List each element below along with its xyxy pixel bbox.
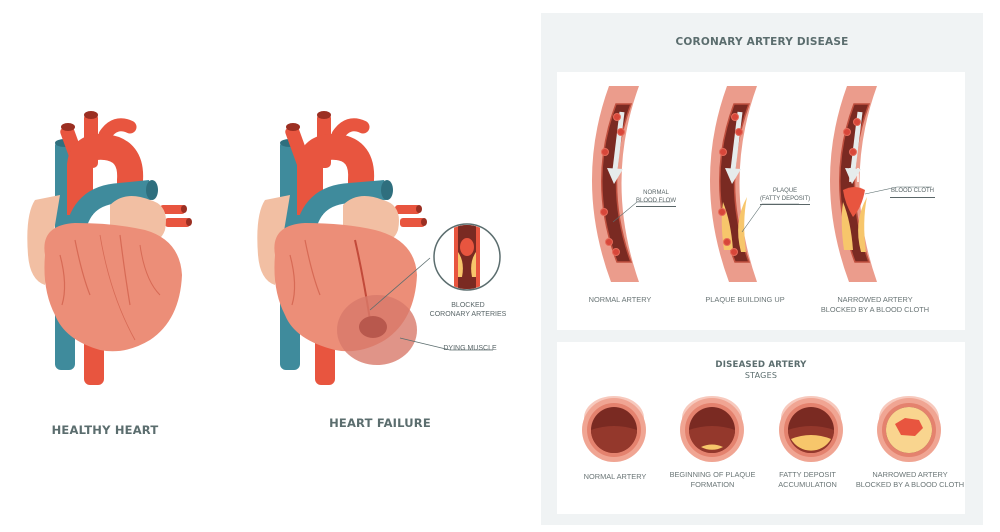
damaged-zone-inner <box>359 316 387 338</box>
heart-failure-illustration <box>257 111 427 385</box>
plaque-deposit <box>841 202 853 250</box>
dying-muscle-label: DYING MUSCLE <box>443 345 497 352</box>
blood-cell <box>843 128 851 136</box>
artery-caption-normal: NORMAL ARTERY <box>588 295 652 304</box>
plaque-callout: PLAQUE (FATTY DEPOSIT) <box>760 188 810 205</box>
heart-failure-title: HEART FAILURE <box>329 416 431 430</box>
blood-cell <box>605 238 613 246</box>
stage-caption-4: NARROWED ARTERY BLOCKED BY A BLOOD CLOTH <box>855 470 965 489</box>
artery-plaque <box>709 86 757 282</box>
plaque <box>791 435 831 451</box>
cross-section-stage-2 <box>680 396 744 462</box>
callout-lines-heart <box>369 257 493 351</box>
plaque-deposit <box>738 197 747 252</box>
blood-cell <box>853 118 861 126</box>
stage-caption-2: BEGINNING OF PLAQUE FORMATION <box>669 470 756 489</box>
artery-longitudinal-views <box>591 86 932 282</box>
flow-arrowhead <box>845 168 861 184</box>
cross-section-stage-4 <box>877 396 941 462</box>
cross-section-stage-3 <box>779 396 843 462</box>
normal-blood-flow-callout: NORMAL BLOOD FLOW <box>636 190 676 207</box>
right-atrium <box>27 195 60 285</box>
stage-caption-3: FATTY DEPOSIT ACCUMULATION <box>778 470 837 489</box>
blood-clot <box>843 187 865 217</box>
blood-cell <box>719 148 727 156</box>
cross-section-stage-1 <box>582 396 646 462</box>
blood-cell <box>718 208 726 216</box>
blood-cell <box>723 238 731 246</box>
stages-subtitle: STAGES <box>744 371 778 380</box>
callout-line <box>864 186 932 195</box>
blood-cell <box>612 248 620 256</box>
blood-cell <box>613 113 621 121</box>
blocked-coronary-arteries-label: BLOCKED CORONARY ARTERIES <box>429 302 507 318</box>
healthy-heart-title: HEALTHY HEART <box>51 423 159 437</box>
blood-cell <box>731 113 739 121</box>
blood-cell <box>730 248 738 256</box>
flow-arrow <box>612 111 625 171</box>
flow-arrow <box>730 111 743 171</box>
coronary-artery-disease-title: CORONARY ARTERY DISEASE <box>675 36 849 48</box>
flow-arrowhead <box>725 168 741 184</box>
callout-line <box>741 203 799 233</box>
stages-title: DISEASED ARTERY <box>715 360 807 370</box>
blood-cell <box>617 128 625 136</box>
lumen-shade <box>689 426 735 453</box>
blood-cell <box>849 148 857 156</box>
plaque-deposit <box>858 197 867 252</box>
lumen-shade <box>591 426 637 453</box>
callout-line <box>612 201 671 223</box>
blood-clot <box>895 418 923 436</box>
artery-caption-plaque: PLAQUE BUILDING UP <box>705 295 785 304</box>
artery-clot <box>829 86 877 282</box>
blocked-artery-zoom <box>433 223 501 291</box>
blood-cell <box>600 208 608 216</box>
blood-cell <box>601 148 609 156</box>
blood-cloth-callout: BLOOD CLOTH <box>890 188 935 198</box>
flow-arrowhead <box>607 168 623 184</box>
artery-cross-sections <box>582 396 941 462</box>
blood-cell <box>735 128 743 136</box>
plaque <box>701 444 723 450</box>
healthy-heart-illustration <box>27 111 192 385</box>
stage-caption-1: NORMAL ARTERY <box>583 472 647 481</box>
artery-caption-narrowed: NARROWED ARTERY BLOCKED BY A BLOOD CLOTH <box>820 295 930 314</box>
artery-normal <box>591 86 639 282</box>
